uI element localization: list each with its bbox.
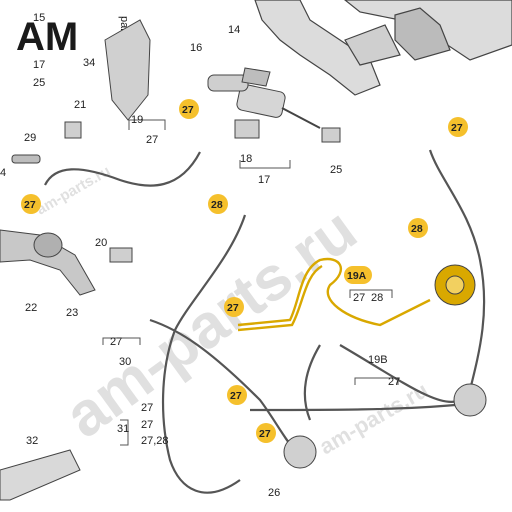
svg-text:25: 25 (330, 164, 342, 176)
callout-27-f (256, 423, 276, 443)
part-numbers: 15 17 25 34 16 14 21 19 27 29 4 18 17 25… (0, 12, 400, 499)
bolt-29 (11, 154, 41, 164)
svg-text:27,28: 27,28 (141, 435, 169, 447)
callout-27-b (448, 117, 468, 137)
svg-text:15: 15 (33, 12, 45, 24)
callout-28-b (408, 218, 428, 238)
svg-text:27: 27 (227, 302, 239, 314)
svg-text:27: 27 (24, 199, 36, 211)
clip-25 (321, 127, 341, 143)
bracket-32 (0, 449, 81, 501)
callout-27-c (21, 194, 41, 214)
svg-text:17: 17 (258, 174, 270, 186)
svg-text:27: 27 (388, 376, 400, 388)
am-parts-logo: AM parts (16, 15, 130, 59)
svg-text:23: 23 (66, 307, 78, 319)
damper-lower-right (453, 383, 487, 417)
svg-text:27: 27 (141, 419, 153, 431)
svg-text:14: 14 (228, 24, 240, 36)
svg-text:27: 27 (451, 122, 463, 134)
svg-text:16: 16 (190, 42, 202, 54)
callout-27-d (224, 297, 244, 317)
svg-text:17: 17 (33, 59, 45, 71)
svg-text:27: 27 (141, 402, 153, 414)
clip-18 (234, 119, 260, 139)
svg-text:28: 28 (211, 199, 223, 211)
svg-text:19: 19 (131, 114, 143, 126)
svg-text:4: 4 (0, 167, 6, 179)
svg-text:32: 32 (26, 435, 38, 447)
svg-text:31: 31 (117, 423, 129, 435)
svg-text:27: 27 (110, 336, 122, 348)
pedal-bracket (254, 0, 512, 96)
watermark-small-left: am-parts.ru (34, 162, 114, 218)
svg-text:29: 29 (24, 132, 36, 144)
svg-text:27: 27 (146, 134, 158, 146)
watermark-main: am-parts.ru (53, 195, 370, 451)
svg-text:18: 18 (240, 153, 252, 165)
damper-lower-mid (283, 435, 317, 469)
svg-text:28: 28 (411, 223, 423, 235)
bracket-34 (104, 19, 151, 121)
clutch-hose-19a (237, 257, 431, 332)
clutch-master-cylinder (207, 67, 321, 129)
clip-21 (64, 121, 82, 139)
connector-20 (109, 247, 133, 263)
callouts: 27 27 27 28 28 19A 27 27 27 (21, 99, 468, 443)
svg-text:19A: 19A (347, 270, 367, 282)
logo-am-text: AM (16, 15, 78, 59)
svg-text:25: 25 (33, 77, 45, 89)
svg-text:27: 27 (353, 292, 365, 304)
callout-27-e (227, 385, 247, 405)
leader-lines (102, 119, 399, 446)
callout-27-a (179, 99, 199, 119)
release-bearing (434, 264, 476, 306)
svg-text:27: 27 (259, 428, 271, 440)
svg-text:28: 28 (371, 292, 383, 304)
slave-cylinder-23 (0, 229, 96, 296)
svg-text:20: 20 (95, 237, 107, 249)
hydraulic-pipes (44, 149, 486, 494)
svg-text:30: 30 (119, 356, 131, 368)
callout-19a (344, 266, 372, 284)
svg-text:22: 22 (25, 302, 37, 314)
callout-28-a (208, 194, 228, 214)
svg-text:26: 26 (268, 487, 280, 499)
svg-text:19B: 19B (368, 354, 388, 366)
svg-text:27: 27 (182, 104, 194, 116)
svg-text:27: 27 (230, 390, 242, 402)
svg-text:34: 34 (83, 57, 95, 69)
svg-text:21: 21 (74, 99, 86, 111)
